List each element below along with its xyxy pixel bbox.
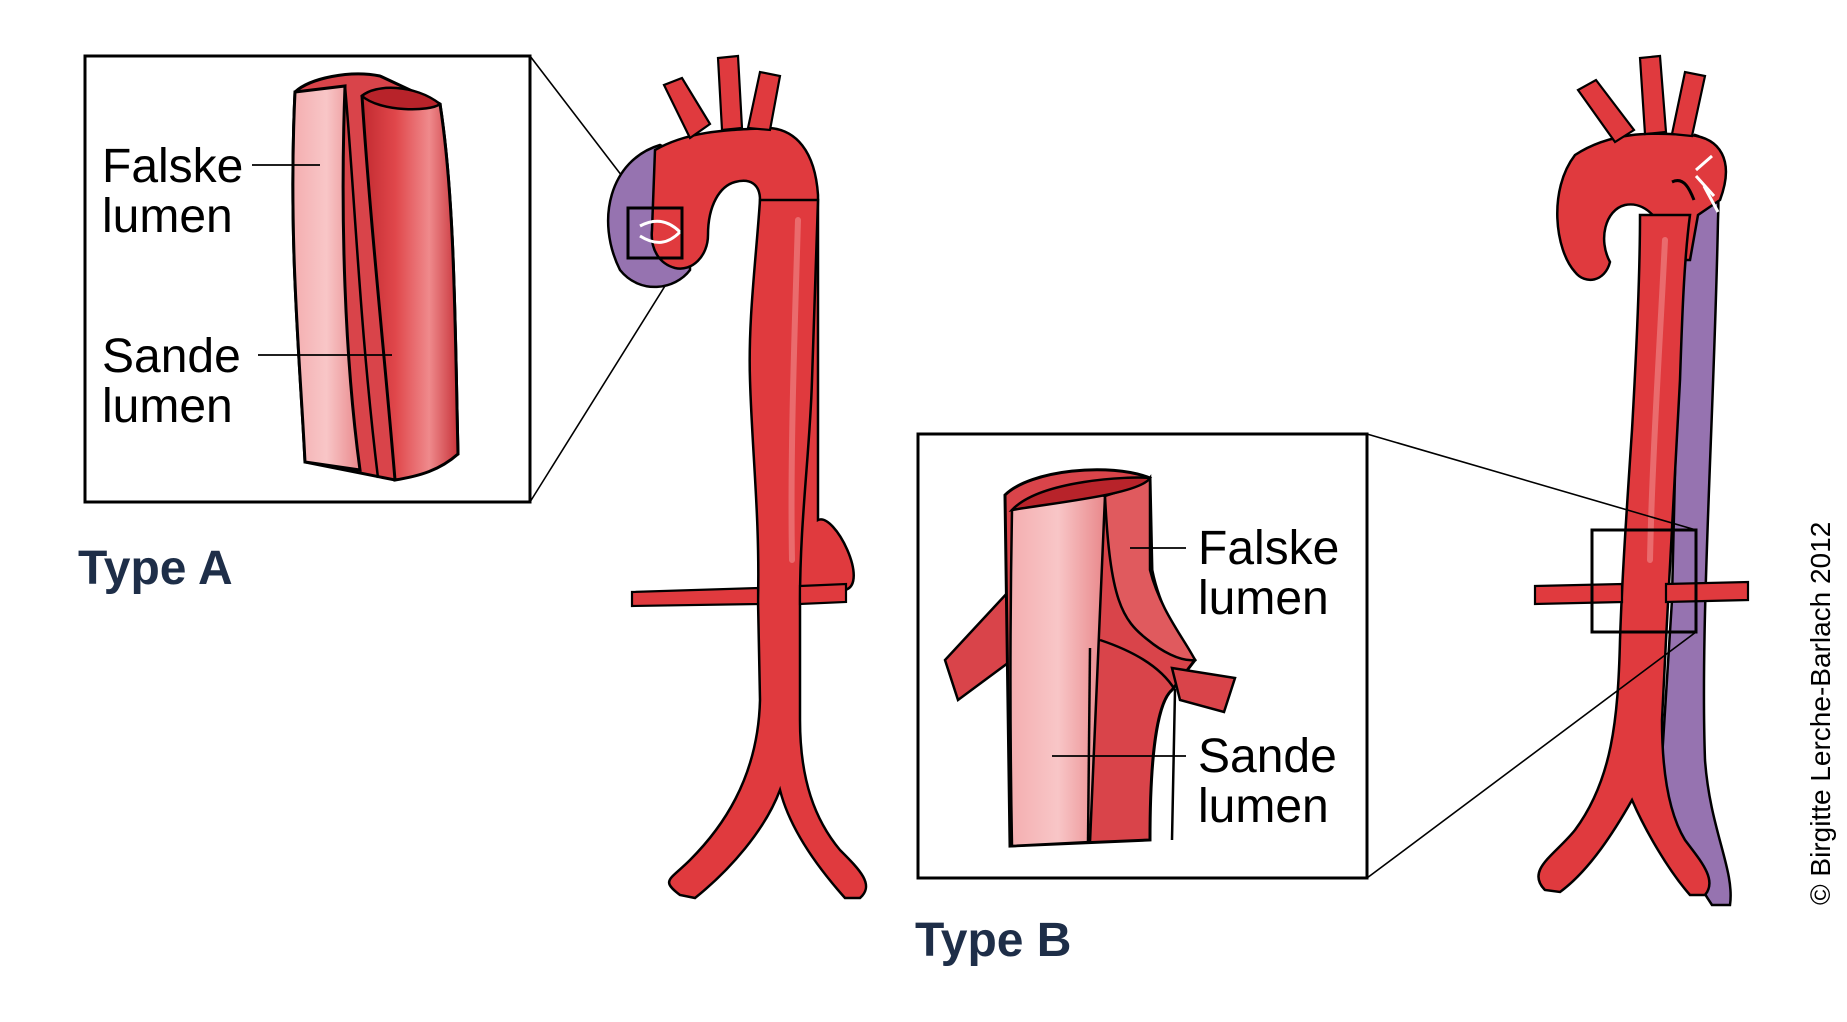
type-a-connector-bottom — [529, 261, 681, 503]
type-b-connector-bottom — [1366, 631, 1697, 879]
type-b-group: Falske lumen Sande lumen Type B — [915, 54, 1750, 967]
type-b-vessel-cutaway — [943, 468, 1237, 848]
type-b-zoom-frame — [1590, 528, 1698, 634]
type-a-true-lumen-label-line2: lumen — [102, 380, 233, 433]
type-a-aorta — [607, 54, 868, 900]
type-a-vessel-cutaway — [291, 72, 460, 482]
type-b-false-lumen-label-line1: Falske — [1198, 522, 1339, 575]
type-b-aorta — [1533, 54, 1750, 907]
type-a-title: Type A — [78, 542, 233, 595]
type-b-connector-top — [1366, 433, 1697, 531]
type-a-zoom-frame — [626, 206, 684, 260]
type-a-false-lumen-label-line1: Falske — [102, 140, 243, 193]
type-b-true-lumen-label-line1: Sande — [1198, 730, 1337, 783]
type-b-title: Type B — [915, 914, 1071, 967]
type-a-true-lumen-label-line1: Sande — [102, 330, 241, 383]
type-b-true-lumen-label-line2: lumen — [1198, 780, 1329, 833]
type-a-false-lumen-label-line2: lumen — [102, 190, 233, 243]
type-b-false-lumen-label-line2: lumen — [1198, 572, 1329, 625]
copyright-text: © Birgitte Lerche-Barlach 2012 — [1805, 522, 1836, 905]
type-a-group: Falske lumen Sande lumen Type A — [78, 54, 868, 900]
